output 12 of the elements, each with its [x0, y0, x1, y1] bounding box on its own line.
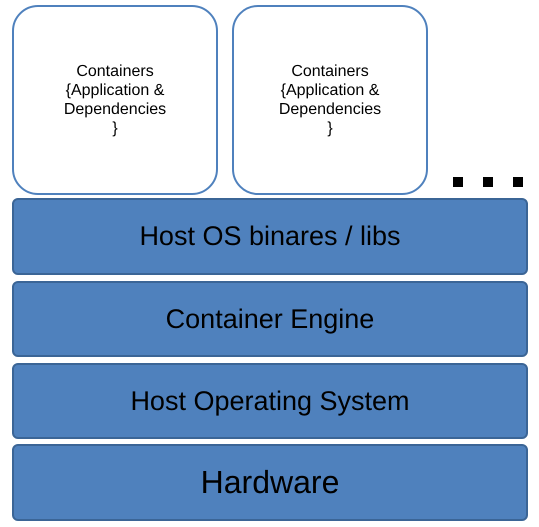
box-label: Containers {Application & Dependencies } [278, 62, 382, 138]
box-label: Host Operating System [130, 386, 410, 416]
box-label: Container Engine [166, 304, 374, 334]
box-label: Host OS binares / libs [139, 221, 401, 252]
layer-band [12, 444, 528, 521]
layer-band [12, 198, 528, 275]
container-box [12, 5, 218, 195]
box-label: Containers {Application & Dependencies } [62, 62, 168, 138]
box-label: Hardware [200, 464, 340, 501]
layer-band [12, 363, 528, 439]
layer-band [12, 281, 528, 357]
container-box [232, 5, 428, 195]
